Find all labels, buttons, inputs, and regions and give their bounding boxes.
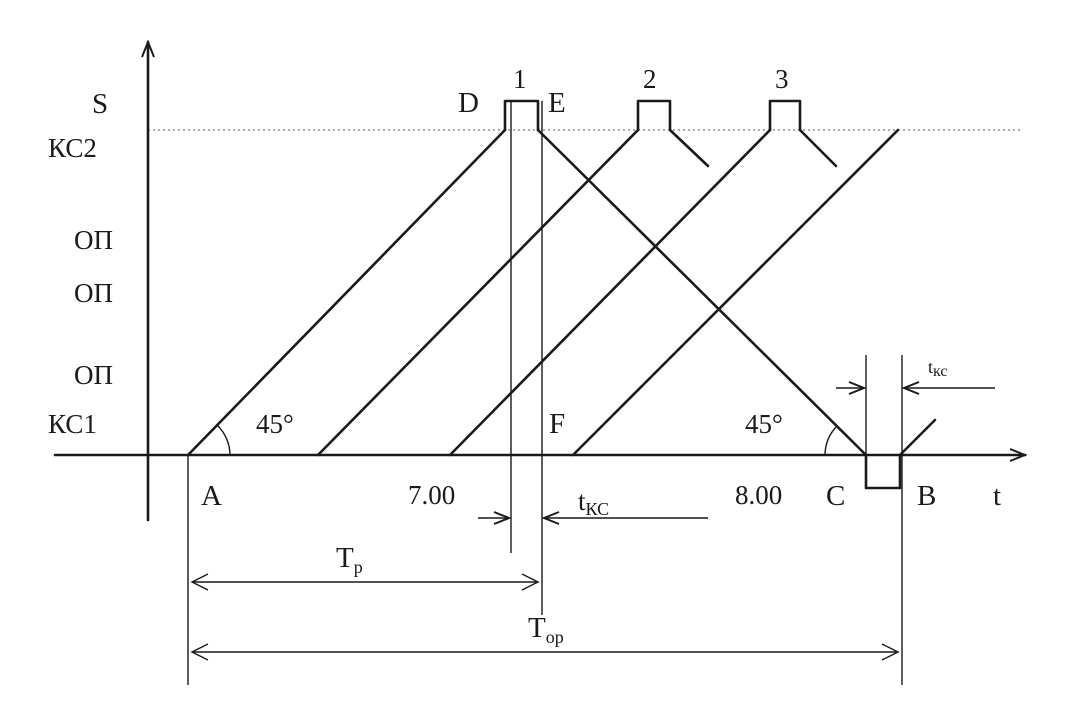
number-3: 3 — [775, 64, 789, 94]
t-kc-upper-label: tкс — [928, 357, 948, 380]
x-axis-label: t — [993, 480, 1001, 512]
t-p-label: Tр — [336, 542, 363, 577]
trajectory-3-up — [448, 128, 772, 457]
t-p-arrowhead-right — [521, 573, 540, 591]
angle-arc-a — [216, 424, 231, 456]
point-label-a: A — [201, 480, 222, 512]
dwell-box-2 — [636, 99, 672, 132]
t-op-arrowhead-left — [190, 643, 209, 661]
number-2: 2 — [643, 64, 657, 94]
y-tick-ks1: КС1 — [48, 409, 97, 439]
point-label-d: D — [458, 87, 479, 119]
trajectory-2-down — [668, 128, 710, 168]
trajectory-1-down — [536, 128, 868, 457]
y-tick-op-lower: ОП — [74, 360, 113, 390]
t-op-arrowhead-right — [881, 643, 900, 661]
trajectory-4-up — [571, 128, 900, 457]
trajectory-c-up — [898, 418, 937, 457]
point-label-b: B — [917, 480, 936, 512]
angle-label-a: 45° — [256, 409, 294, 439]
trajectory-1-up — [186, 128, 507, 457]
trajectory-3-down — [798, 128, 838, 168]
angle-label-c: 45° — [745, 409, 783, 439]
number-1: 1 — [513, 64, 527, 94]
y-tick-ks2: КС2 — [48, 133, 97, 163]
angle-arc-c — [824, 425, 838, 456]
point-label-e: E — [548, 87, 566, 119]
t-kc-lower-label: tКС — [578, 486, 609, 519]
dwell-box-3 — [768, 99, 802, 132]
trajectory-2-up — [316, 128, 640, 457]
y-tick-op-middle: ОП — [74, 278, 113, 308]
point-label-f: F — [549, 408, 565, 440]
point-label-c: C — [826, 480, 845, 512]
y-tick-op-upper: ОП — [74, 225, 113, 255]
dwell-box-1 — [503, 99, 540, 132]
x-tick-7-00: 7.00 — [408, 480, 455, 510]
t-op-label: Tор — [528, 612, 564, 647]
t-p-arrowhead-left — [190, 573, 209, 591]
y-axis-label: S — [92, 88, 108, 120]
dwell-box-ks1 — [864, 453, 902, 490]
x-tick-8-00: 8.00 — [735, 480, 782, 510]
